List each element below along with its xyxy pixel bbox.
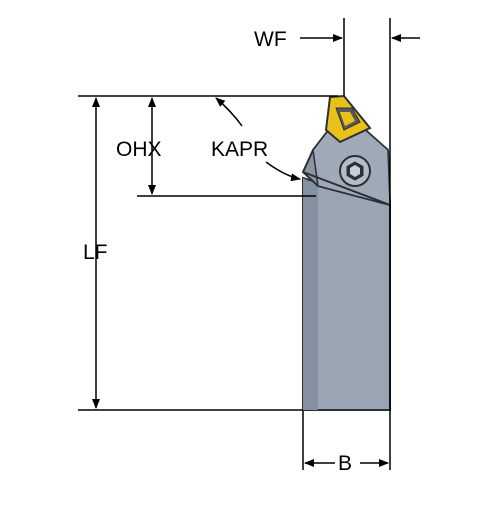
kapr-lower-arc bbox=[265, 161, 301, 182]
wf-label: WF bbox=[254, 28, 287, 51]
lf-label: LF bbox=[83, 241, 108, 264]
ohx-label: OHX bbox=[116, 138, 162, 161]
kapr-upper-arc bbox=[215, 97, 243, 127]
hex-socket-screw-icon bbox=[339, 155, 371, 187]
holder-shank-shade bbox=[303, 178, 318, 410]
b-label: B bbox=[338, 452, 352, 475]
kapr-label: KAPR bbox=[211, 138, 268, 161]
extension-lines bbox=[78, 18, 391, 470]
holder-clamp-edge bbox=[302, 171, 391, 206]
tool-holder bbox=[301, 94, 392, 411]
dimension-arrows bbox=[92, 34, 420, 467]
cutting-insert bbox=[324, 94, 372, 144]
